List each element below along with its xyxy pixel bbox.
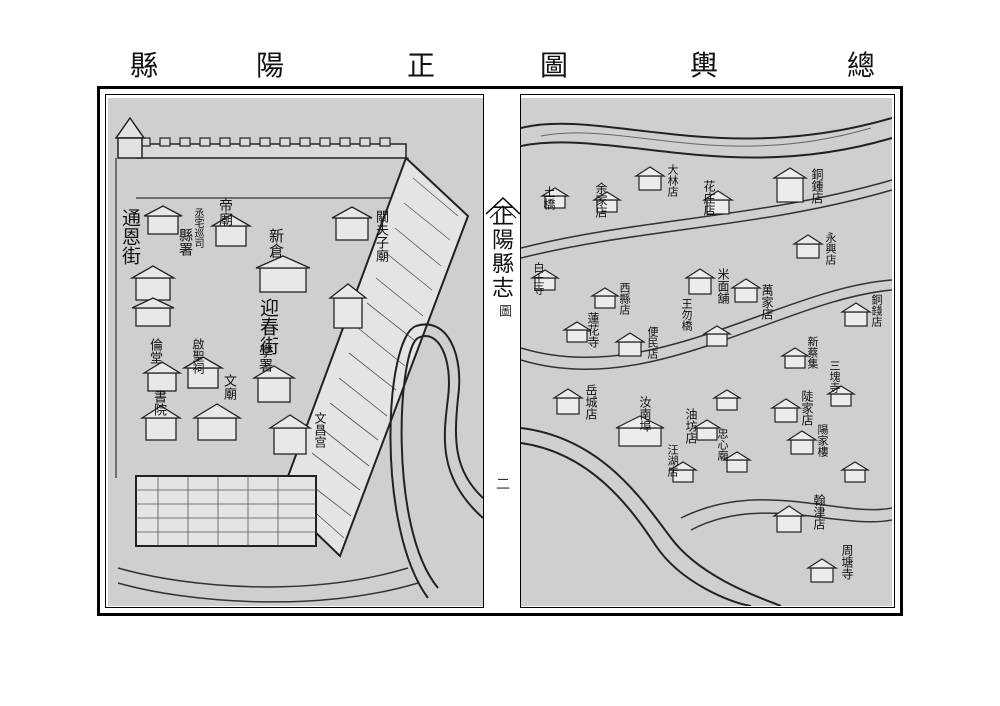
- map-label-granary: 新倉: [267, 228, 285, 258]
- map-label-place: 米面舖: [716, 268, 730, 304]
- map-label-guan-temple: 關夫子廟: [373, 210, 388, 262]
- spine-ornament: [485, 196, 521, 219]
- map-label-place: 岳城店: [584, 384, 598, 420]
- map-label-place: 陡家店: [800, 390, 814, 426]
- map-label-school-office: 學署: [257, 344, 273, 372]
- map-label-office: 丞宅巡司: [192, 208, 203, 248]
- title-char: 輿: [690, 49, 719, 82]
- map-label-temple: 帝廟: [217, 198, 233, 226]
- spine-subtitle: 圖: [496, 304, 511, 317]
- title-char: 正: [407, 49, 436, 82]
- map-label-place: 油坊店: [684, 408, 698, 444]
- map-label-place: 新蔡集: [806, 336, 819, 369]
- map-title: 縣 陽 正 圖 輿 總: [60, 44, 940, 84]
- map-label-place: 陽家樓: [816, 424, 829, 457]
- map-label-place: 三塊寺: [828, 360, 841, 393]
- map-label-place: 蓮花寺: [586, 312, 600, 348]
- map-label-place: 西縣店: [618, 282, 631, 315]
- countryside-drawing: [521, 117, 892, 606]
- map-label-street: 迎春街: [257, 298, 279, 355]
- map-label-place: 永興店: [824, 232, 837, 265]
- map-label-place: 余家店: [594, 182, 608, 218]
- map-label-confucius-temple: 文廟: [221, 374, 236, 400]
- map-label-place: 大林店: [666, 164, 679, 197]
- map-label-place: 忠心廟: [716, 428, 729, 461]
- map-label-place: 銅鍾店: [810, 168, 824, 204]
- map-panel-countryside: 土橋 余家店 大林店 花庄店 銅鍾店 永興店 白土寺 西縣店 米面舖 萬家店 蓮…: [521, 98, 892, 606]
- map-label-wenchang-palace: 文昌宫: [313, 412, 327, 448]
- title-char: 圖: [540, 49, 569, 82]
- map-label-place: 翰津店: [812, 494, 826, 530]
- page-number: 二: [496, 477, 510, 493]
- map-label-place: 周塘寺: [840, 544, 854, 580]
- map-label-place: 汝南埠: [638, 396, 652, 432]
- map-label-place: 萬家店: [760, 284, 774, 320]
- county-seat-drawing: [114, 116, 483, 603]
- map-label-academy: 書院: [151, 390, 166, 416]
- title-char: 總: [847, 49, 876, 82]
- map-label-place: 銅錢店: [870, 294, 883, 327]
- title-char: 陽: [256, 49, 285, 82]
- map-label-street: 通恩街: [119, 208, 141, 265]
- map-label-place: 便民店: [646, 326, 659, 359]
- book-spine: 正陽縣志 圖 二: [483, 94, 521, 608]
- map-label-hall: 倫堂: [147, 338, 162, 364]
- map-label-place: 汪湖店: [666, 444, 679, 477]
- map-panel-county-seat: 通恩街 丞宅巡司 帝廟 縣署 新倉 關夫子廟 迎春街 學署 倫堂 啟聖祠 文廟 …: [108, 98, 483, 606]
- spine-title: 正陽縣志: [488, 204, 513, 300]
- map-label-place: 花庄店: [702, 180, 716, 216]
- map-label-place: 土橋: [542, 186, 556, 210]
- map-label-shrine: 啟聖祠: [191, 338, 205, 374]
- map-label-place: 白土寺: [532, 262, 545, 295]
- title-char: 縣: [130, 49, 159, 82]
- map-label-place: 王勿橋: [680, 298, 693, 331]
- map-label-county-office: 縣署: [177, 228, 193, 256]
